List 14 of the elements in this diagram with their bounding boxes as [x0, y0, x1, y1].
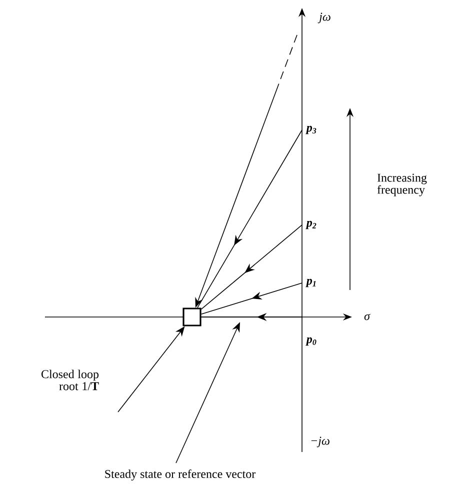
point-label: p$_{0}$	[306, 337, 316, 346]
callout-text: Steady state or reference vector	[105, 469, 256, 481]
point-label: p$_{2}$	[306, 220, 316, 230]
callout-text: Closed loop root 1/T	[41, 370, 99, 390]
root-square	[182, 308, 202, 326]
vector-arrow	[197, 130, 302, 308]
vector-arrow	[200, 224, 302, 310]
point-label: p$_{3}$	[306, 126, 316, 134]
axis-label: σ	[364, 314, 370, 320]
note-text: Increasing frequency	[377, 174, 427, 196]
axis-label: −jω	[311, 436, 330, 448]
vector-arrow	[200, 282, 302, 315]
axis-label: jω	[318, 12, 330, 24]
point-label: p$_{1}$	[306, 278, 316, 288]
